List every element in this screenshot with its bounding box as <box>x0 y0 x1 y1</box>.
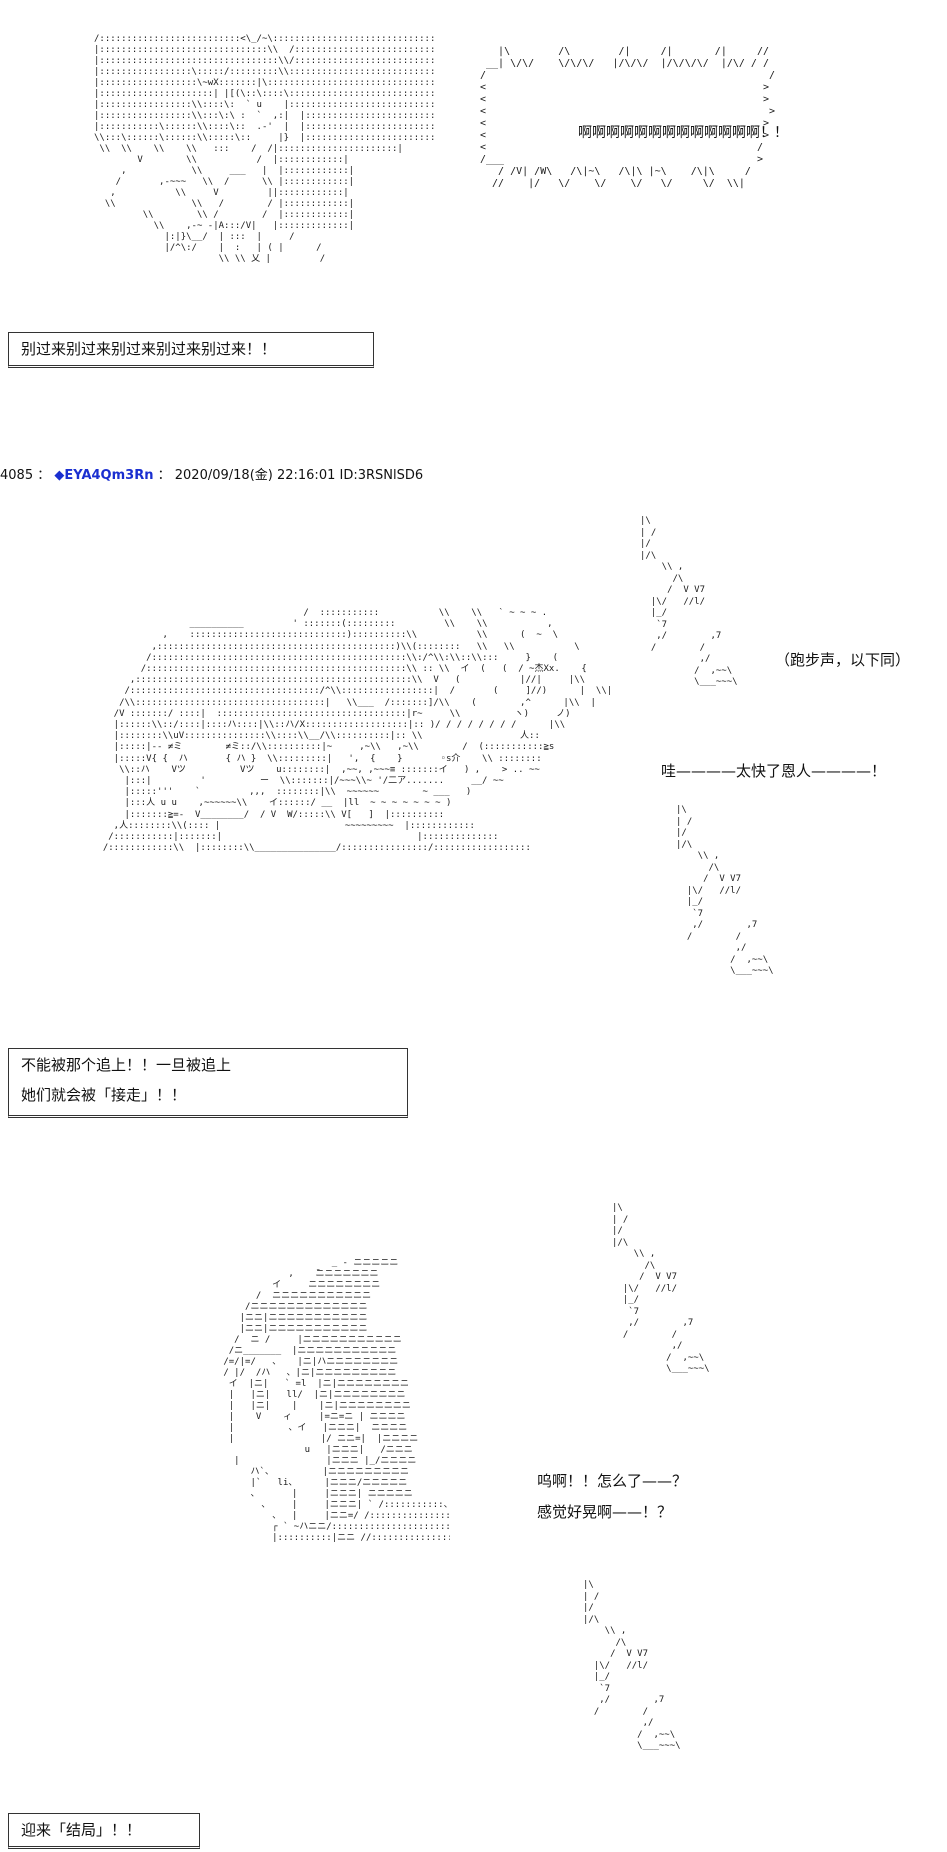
post-header: 4085 ： ◆EYA4Qm3Rn ： 2020/09/18(金) 22:16:… <box>0 464 423 483</box>
dialogue-line-1: 呜啊！！怎么了——？ <box>537 1472 688 1490</box>
wow-line: 哇————太快了恩人————！ <box>661 762 887 780</box>
post-datetime: 2020/09/18(金) 22:16:01 <box>174 468 336 483</box>
caption-line-1: 不能被那个追上！！一旦被追上 <box>21 1056 232 1074</box>
caption-ending-text: 迎来「结局」！！ <box>21 1821 142 1839</box>
aa-running-girls: / ::::::::::: \\ \\ ` ~ ~ ~ . __________… <box>102 608 613 854</box>
aa-speech-burst: |\ /\ /| /| /| // __| \/\/ \/\/\/ |/\/\/… <box>480 46 776 189</box>
post-separator: ： <box>37 468 51 483</box>
post-separator-2: ： <box>157 468 171 483</box>
aa-carried-figure: _ - ニニニニニ , ̄ニニニニニニニ イ ニニニニニニニニ / ニニニニニニ… <box>223 1258 450 1543</box>
caption-cant-be-caught: 不能被那个追上！！一旦被追上 她们就会被「接走」！！ <box>8 1048 408 1118</box>
aa-footsteps-3: |\ | / |/ |/\ \\ , /\ / V V7 |\/ //l/ |_… <box>612 1203 710 1374</box>
scream-text: 啊啊啊啊啊啊啊啊啊啊啊啊啊！！ <box>578 125 788 141</box>
caption-ending: 迎来「结局」！！ <box>8 1813 200 1849</box>
trip-diamond-icon: ◆ <box>54 468 65 483</box>
aa-figure-hiding: /::::::::::::::::::::::::::<\_/~\:::::::… <box>94 34 434 264</box>
post-trip[interactable]: EYA4Qm3Rn <box>64 468 154 483</box>
caption-dont-come: 别过来别过来别过来别过来别过来！！ <box>8 332 374 368</box>
aa-footsteps-1: |\ | / |/ |/\ \\ , /\ / V V7 |\/ //l/ |_… <box>640 516 738 687</box>
footsteps-note: （跑步声，以下同） <box>775 651 911 669</box>
caption-line-2: 她们就会被「接走」！！ <box>21 1086 187 1104</box>
post-number: 4085 <box>0 468 34 483</box>
dialogue-line-2: 感觉好晃啊——！？ <box>537 1503 673 1521</box>
aa-footsteps-4: |\ | / |/ |/\ \\ , /\ / V V7 |\/ //l/ |_… <box>583 1580 681 1751</box>
aa-footsteps-2: |\ | / |/ |/\ \\ , /\ / V V7 |\/ //l/ |_… <box>676 805 774 976</box>
caption-text: 别过来别过来别过来别过来别过来！！ <box>21 340 277 358</box>
post-id: ID:3RSNlSD6 <box>339 468 424 483</box>
